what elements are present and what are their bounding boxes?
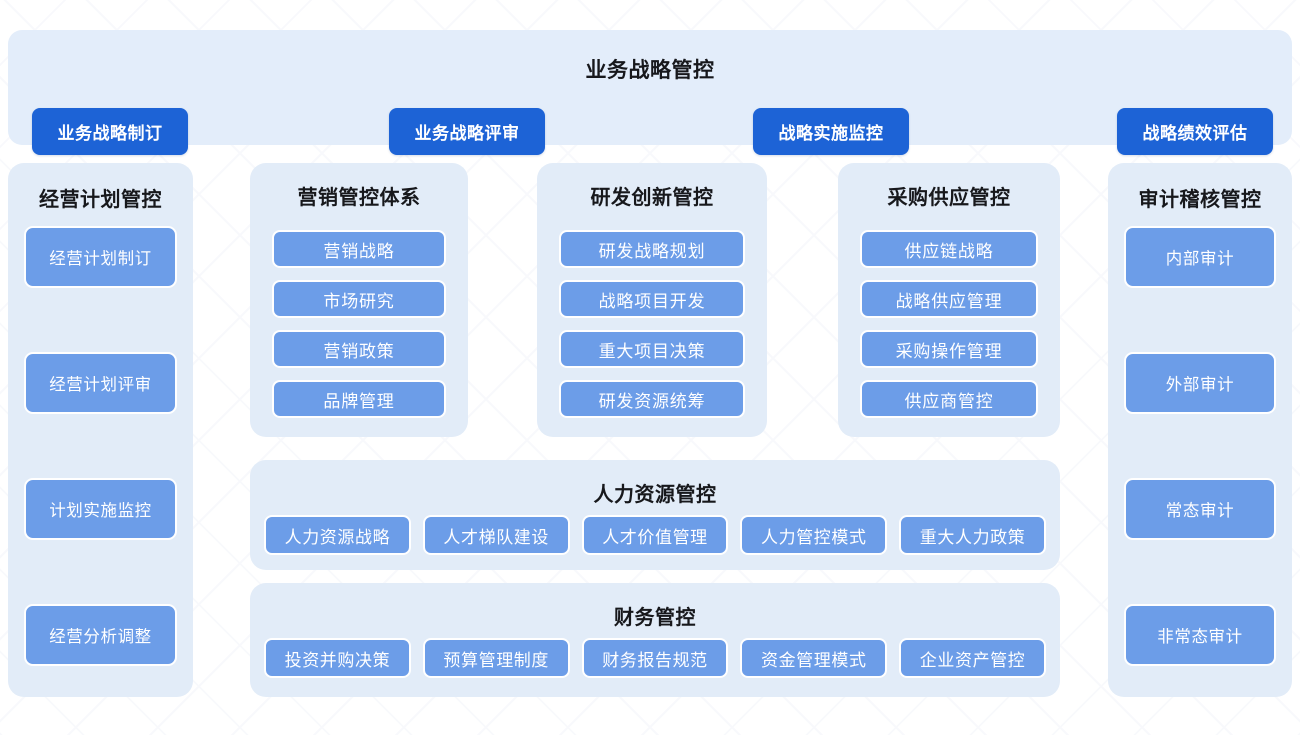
banner-title: 业务战略管控 <box>585 59 715 82</box>
rnd-item-strategic-project-development[interactable]: 战略项目开发 <box>559 280 745 318</box>
marketing-item-market-research[interactable]: 市场研究 <box>272 280 446 318</box>
marketing-item-policy[interactable]: 营销政策 <box>272 330 446 368</box>
business-strategy-banner: 业务战略管控 业务战略制订 业务战略评审 战略实施监控 战略绩效评估 <box>8 30 1292 155</box>
audit-item-routine[interactable]: 常态审计 <box>1124 478 1276 540</box>
panel-title-marketing: 营销管控体系 <box>297 187 421 209</box>
finance-item-enterprise-asset-control[interactable]: 企业资产管控 <box>899 638 1046 678</box>
audit-item-external[interactable]: 外部审计 <box>1124 352 1276 414</box>
rnd-item-strategy-planning[interactable]: 研发战略规划 <box>559 230 745 268</box>
panel-title-procurement-supply: 采购供应管控 <box>887 187 1011 209</box>
banner-button-performance-evaluation[interactable]: 战略绩效评估 <box>1117 108 1273 155</box>
panel-marketing: 营销管控体系 营销战略 市场研究 营销政策 品牌管理 <box>250 163 468 437</box>
procurement-item-supplier-control[interactable]: 供应商管控 <box>860 380 1038 418</box>
panel-title-finance: 财务管控 <box>614 607 696 629</box>
panel-rnd-innovation: 研发创新管控 研发战略规划 战略项目开发 重大项目决策 研发资源统筹 <box>537 163 767 437</box>
hr-item-major-policy[interactable]: 重大人力政策 <box>899 515 1046 555</box>
banner-button-strategy-formulation[interactable]: 业务战略制订 <box>32 108 188 155</box>
panel-finance: 财务管控 投资并购决策 预算管理制度 财务报告规范 资金管理模式 企业资产管控 <box>250 583 1060 697</box>
finance-item-fund-management-model[interactable]: 资金管理模式 <box>740 638 888 678</box>
audit-item-non-routine[interactable]: 非常态审计 <box>1124 604 1276 666</box>
marketing-item-brand-management[interactable]: 品牌管理 <box>272 380 446 418</box>
panel-human-resources: 人力资源管控 人力资源战略 人才梯队建设 人才价值管理 人力管控模式 重大人力政… <box>250 460 1060 570</box>
finance-item-budget-system[interactable]: 预算管理制度 <box>422 638 570 678</box>
panel-title-rnd-innovation: 研发创新管控 <box>590 187 714 209</box>
procurement-item-operations-management[interactable]: 采购操作管理 <box>860 330 1038 368</box>
panel-title-human-resources: 人力资源管控 <box>593 484 717 506</box>
rnd-item-resource-coordination[interactable]: 研发资源统筹 <box>559 380 745 418</box>
operating-plan-item-review[interactable]: 经营计划评审 <box>24 352 177 414</box>
rnd-item-major-project-decision[interactable]: 重大项目决策 <box>559 330 745 368</box>
banner-button-strategy-review[interactable]: 业务战略评审 <box>389 108 545 155</box>
finance-item-row: 投资并购决策 预算管理制度 财务报告规范 资金管理模式 企业资产管控 <box>264 638 1046 678</box>
human-resources-item-row: 人力资源战略 人才梯队建设 人才价值管理 人力管控模式 重大人力政策 <box>264 515 1046 555</box>
operating-plan-item-monitoring[interactable]: 计划实施监控 <box>24 478 177 540</box>
operating-plan-item-analysis-adjustment[interactable]: 经营分析调整 <box>24 604 177 666</box>
procurement-item-supply-chain-strategy[interactable]: 供应链战略 <box>860 230 1038 268</box>
banner-button-implementation-monitoring[interactable]: 战略实施监控 <box>753 108 909 155</box>
hr-item-strategy[interactable]: 人力资源战略 <box>264 515 411 555</box>
hr-item-talent-pipeline[interactable]: 人才梯队建设 <box>422 515 570 555</box>
hr-item-talent-value-management[interactable]: 人才价值管理 <box>581 515 729 555</box>
finance-item-reporting-standards[interactable]: 财务报告规范 <box>581 638 729 678</box>
operating-plan-item-formulation[interactable]: 经营计划制订 <box>24 226 177 288</box>
panel-title-audit: 审计稽核管控 <box>1138 189 1262 211</box>
finance-item-investment-ma-decision[interactable]: 投资并购决策 <box>264 638 411 678</box>
panel-audit: 审计稽核管控 内部审计 外部审计 常态审计 非常态审计 <box>1108 163 1292 697</box>
panel-operating-plan: 经营计划管控 经营计划制订 经营计划评审 计划实施监控 经营分析调整 <box>8 163 193 697</box>
audit-item-internal[interactable]: 内部审计 <box>1124 226 1276 288</box>
hr-item-control-model[interactable]: 人力管控模式 <box>740 515 888 555</box>
panel-procurement-supply: 采购供应管控 供应链战略 战略供应管理 采购操作管理 供应商管控 <box>838 163 1060 437</box>
procurement-item-strategic-supply-management[interactable]: 战略供应管理 <box>860 280 1038 318</box>
panel-title-operating-plan: 经营计划管控 <box>39 189 162 211</box>
marketing-item-strategy[interactable]: 营销战略 <box>272 230 446 268</box>
